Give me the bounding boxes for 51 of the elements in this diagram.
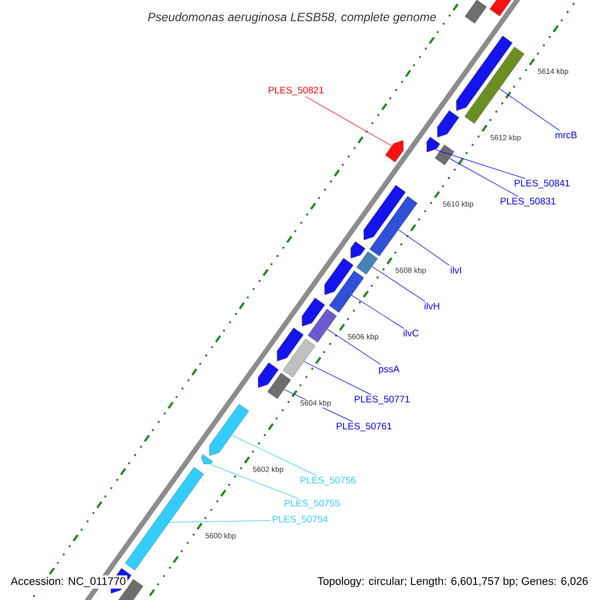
leader-line: [327, 328, 382, 365]
gene-feature: [324, 258, 354, 295]
gene-feature: [364, 185, 406, 240]
leader-line: [304, 361, 372, 395]
gene-feature: [434, 144, 454, 166]
gene-label: ilvH: [424, 302, 440, 310]
gene-feature: [456, 36, 512, 111]
gene-label: pssA: [379, 366, 400, 374]
gene-label: PLES_50756: [300, 476, 356, 486]
leader-line: [169, 520, 272, 523]
leader-line: [436, 150, 526, 179]
leader-line: [231, 434, 317, 476]
gene-feature: [302, 298, 325, 326]
gene-label: PLES_50771: [354, 396, 410, 404]
gene-label: PLES_50761: [336, 422, 392, 432]
gene-feature: [276, 328, 304, 362]
gene-feature: [267, 372, 291, 399]
gene-feature: [209, 404, 249, 456]
leader-line: [210, 464, 298, 499]
gene-feature: [385, 140, 404, 162]
gene-feature: [124, 467, 204, 570]
gene-feature: [282, 338, 316, 378]
gene-feature: [437, 110, 460, 138]
gene-feature: [308, 308, 337, 343]
leader-line: [372, 266, 426, 302]
gene-label: PLES_50755: [284, 500, 340, 508]
map-info: Topology: circular; Length: 6,601,757 bp; Genes: 6,026: [316, 575, 590, 589]
leader-line: [449, 158, 518, 197]
gene-feature: [329, 270, 364, 313]
gene-label: ilvC: [404, 330, 419, 336]
leader-line: [499, 88, 560, 131]
gene-feature: [350, 241, 366, 258]
gene-label: PLES_50841: [514, 180, 570, 188]
gene-label: PLES_50831: [500, 198, 556, 206]
map-info: Accession: NC_011770: [9, 575, 128, 589]
gene-feature: [370, 196, 418, 256]
leader-line: [305, 96, 392, 146]
gene-label: PLES_50754: [272, 516, 328, 524]
gene-feature: [426, 136, 440, 152]
gene-label: PLES_50821: [268, 86, 324, 96]
gene-feature: [258, 362, 279, 388]
gene-feature: [464, 46, 524, 124]
gene-feature: [464, 0, 487, 24]
gene-label: ilvI: [450, 266, 461, 274]
gene-feature: [356, 251, 378, 275]
map-title: Pseudomonas aeruginosa LESB58, complete genome: [146, 11, 438, 25]
leader-line: [398, 229, 450, 266]
gene-feature: [490, 0, 513, 16]
leader-line: [351, 294, 404, 329]
gene-feature: [201, 454, 213, 464]
gene-label: mrcB: [556, 132, 577, 138]
